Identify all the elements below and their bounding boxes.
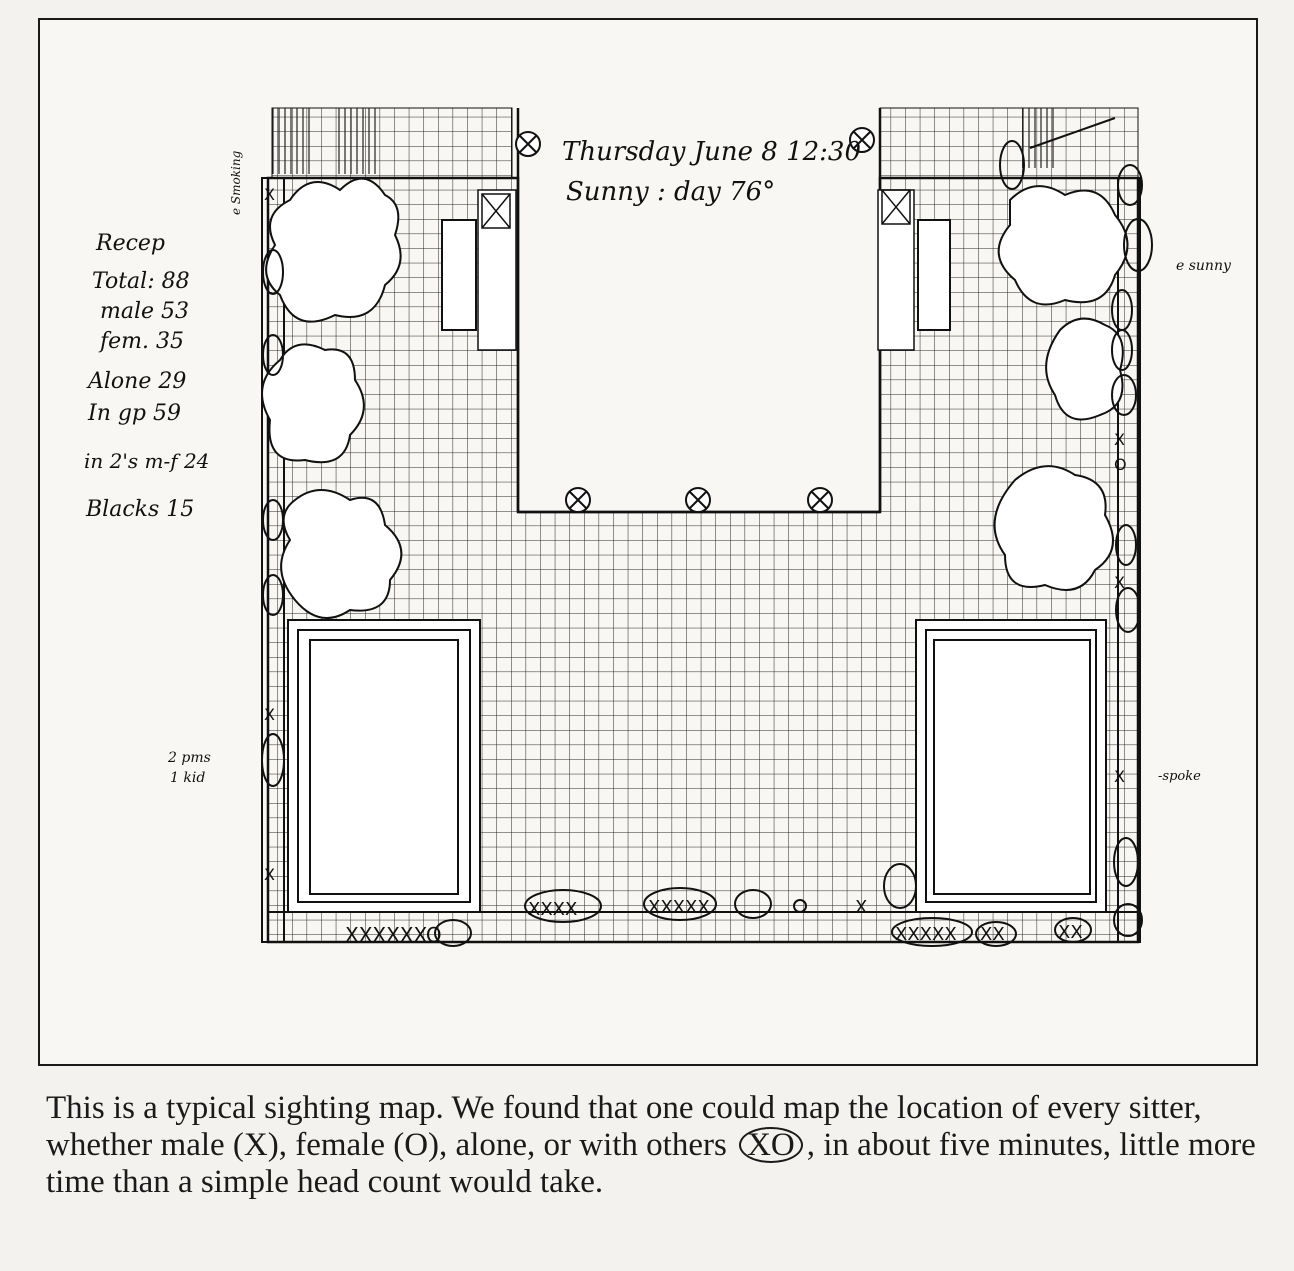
svg-text:X: X (1114, 573, 1125, 592)
lamp-posts (515, 127, 875, 513)
annotation-header: Thursday June 8 12:30 Sunny : day 76° (562, 137, 861, 207)
caption-xo-symbol: XO (739, 1127, 803, 1163)
svg-text:XXXXX: XXXXX (895, 924, 957, 945)
tally-item: fem. 35 (98, 329, 184, 354)
sitter-marks: XXXXXXO XXXX XXXXX X XXXXX XX XX X X X X… (261, 117, 1153, 947)
building-cutout (520, 108, 878, 510)
side-notes: 2 pms 1 kid e sunny -spoke e Smoking (167, 150, 1232, 786)
tally-item: Recep (95, 231, 165, 256)
entry-left (477, 189, 517, 351)
bottom-ledge (267, 911, 1139, 943)
kiosk-right (917, 219, 951, 331)
planter-right (915, 619, 1107, 913)
side-note-left-line: 1 kid (170, 770, 205, 786)
svg-text:O: O (1114, 455, 1127, 474)
mark-male: XXXXX (648, 897, 710, 918)
tally-item: male 53 (100, 299, 189, 324)
steps-right (1020, 108, 1058, 168)
mark-male: XXXXXXO (345, 923, 442, 947)
plaza-plan (261, 107, 1141, 944)
svg-text:XX: XX (1058, 922, 1083, 943)
caption-text: This is a typical sighting map. We found… (46, 1090, 1256, 1201)
right-wing-top (879, 107, 1139, 179)
tally-item: Blacks 15 (85, 497, 194, 522)
tally-list: Recep Total: 88 male 53 fem. 35 Alone 29… (84, 231, 209, 522)
tally-item: in 2's m-f 24 (84, 449, 209, 473)
tally-item: Alone 29 (86, 369, 186, 394)
svg-text:X: X (264, 705, 275, 724)
svg-text:X: X (1114, 430, 1125, 449)
steps-left-1 (272, 108, 314, 174)
svg-text:X: X (264, 185, 275, 204)
annotation-header-line2: Sunny : day 76° (566, 177, 775, 207)
caption-part-2: , in about five minutes, little more tim… (46, 1127, 1256, 1200)
svg-text:XX: XX (980, 924, 1005, 945)
svg-text:X: X (855, 897, 867, 918)
kiosk-left (441, 219, 477, 331)
side-note-left-line: 2 pms (167, 750, 211, 766)
planter-left (287, 619, 481, 913)
entry-right (877, 189, 915, 351)
side-note-right-spoke: -spoke (1158, 769, 1201, 784)
svg-text:X: X (1114, 767, 1125, 786)
left-top-note: e Smoking (229, 150, 243, 215)
mark-male: XXXX (528, 899, 577, 920)
annotation-header-line1: Thursday June 8 12:30 (562, 137, 861, 167)
caption-part-1: This is a typical sighting map. We found… (46, 1090, 1202, 1163)
tally-item: Total: 88 (92, 269, 190, 294)
side-note-right-top: e sunny (1176, 258, 1232, 274)
tally-item: In gp 59 (87, 401, 181, 426)
figure-caption: This is a typical sighting map. We found… (46, 1090, 1256, 1201)
steps-left-2 (338, 108, 378, 174)
trees (261, 177, 1129, 619)
svg-text:X: X (264, 865, 275, 884)
